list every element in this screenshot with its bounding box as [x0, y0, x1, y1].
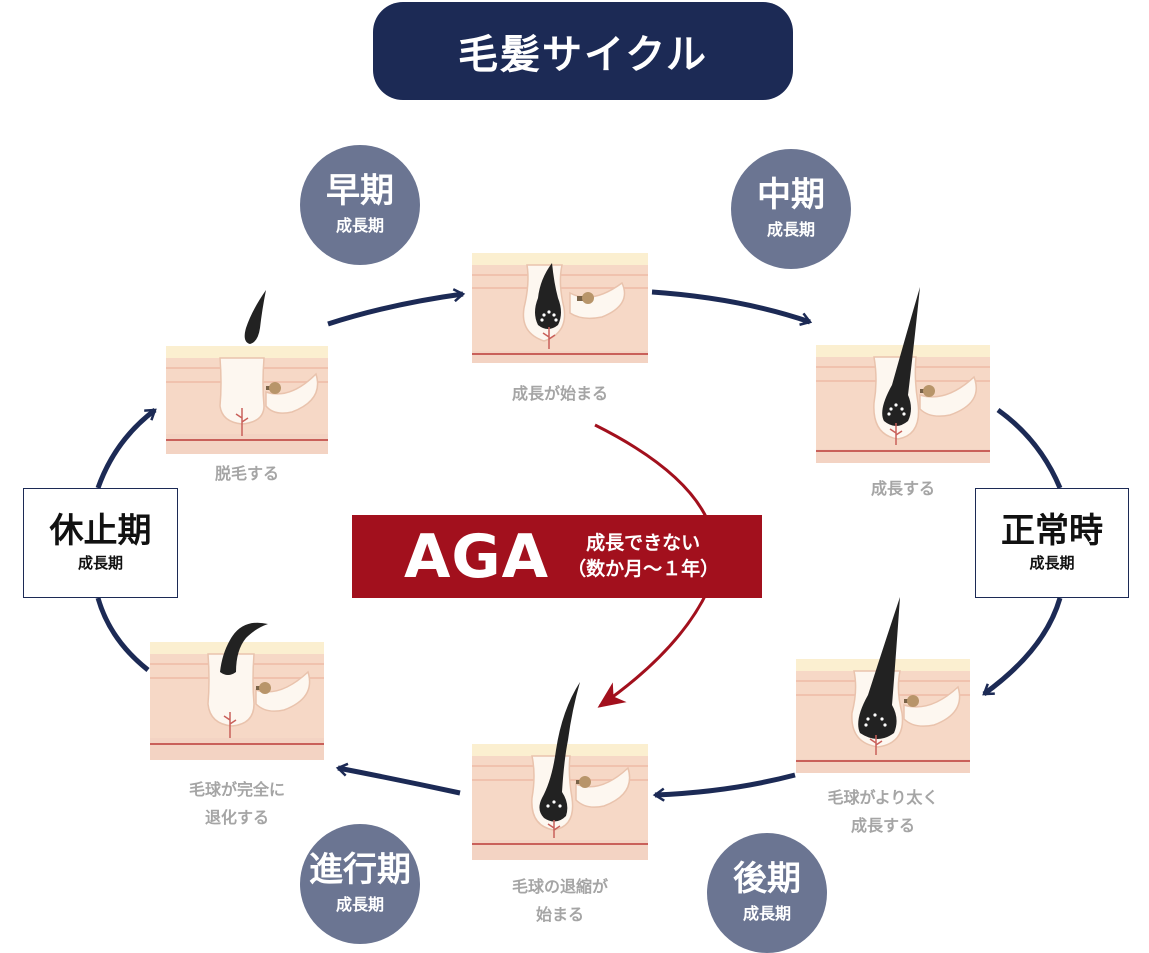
- phase-late-name: 後期: [733, 859, 801, 900]
- follicle-start-illustration: [472, 253, 648, 363]
- arrow-normal-to-late: [984, 597, 1063, 697]
- caption-thicker-line2: 成長する: [850, 816, 915, 835]
- arrow-start-to-middle: [651, 289, 810, 322]
- phase-normal-box: 正常時 成長期: [975, 488, 1129, 598]
- phase-early-badge: 早期 成長期: [300, 145, 420, 265]
- arrow-early-to-start: [327, 294, 463, 327]
- phase-progress-badge: 進行期 成長期: [300, 824, 420, 944]
- phase-middle-name: 中期: [757, 175, 825, 216]
- caption-shed: 脱毛する: [214, 464, 279, 483]
- aga-subtitle-line2: （数か月〜１年）: [567, 557, 720, 580]
- caption-grow: 成長する: [870, 479, 935, 498]
- aga-subtitle-line1: 成長できない: [586, 531, 701, 554]
- caption-regress-line1: 毛球が完全に: [188, 780, 285, 799]
- caption-regress: 毛球が完全に 退化する: [150, 776, 324, 832]
- aga-subtitle: 成長できない （数か月〜１年）: [567, 531, 719, 582]
- phase-early-name: 早期: [326, 171, 394, 212]
- phase-middle-badge: 中期 成長期: [731, 149, 851, 269]
- arrow-shrink-to-regress: [338, 768, 461, 796]
- phase-middle-sub: 成長期: [766, 219, 815, 239]
- phase-late-badge: 後期 成長期: [707, 833, 827, 953]
- phase-rest-name: 休止期: [49, 510, 152, 551]
- follicle-regress-illustration: [150, 622, 324, 760]
- arrow-late-to-shrink: [655, 772, 796, 795]
- phase-normal-name: 正常時: [1001, 510, 1103, 551]
- follicle-shrink-illustration: [472, 682, 648, 860]
- diagram-title: 毛髪サイクル: [373, 2, 793, 100]
- caption-shrink: 毛球の退縮が 始まる: [472, 873, 648, 929]
- caption-shrink-line1: 毛球の退縮が: [511, 877, 608, 896]
- phase-progress-name: 進行期: [309, 850, 411, 891]
- phase-early-sub: 成長期: [335, 215, 384, 235]
- phase-normal-sub: 成長期: [1029, 554, 1075, 573]
- phase-rest-box: 休止期 成長期: [23, 488, 178, 598]
- arrow-regress-to-rest: [95, 597, 150, 672]
- follicle-thicker-illustration: [796, 597, 970, 773]
- aga-title: AGA: [404, 521, 550, 592]
- caption-thicker-line1: 毛球がより太く: [827, 788, 939, 807]
- caption-regress-line2: 退化する: [204, 808, 269, 827]
- phase-progress-sub: 成長期: [335, 894, 384, 914]
- phase-late-sub: 成長期: [742, 903, 791, 923]
- follicle-grow-illustration: [816, 287, 990, 463]
- caption-shrink-line2: 始まる: [535, 905, 584, 924]
- phase-rest-sub: 成長期: [77, 554, 123, 573]
- arrow-middle-to-normal: [996, 407, 1063, 489]
- arrow-rest-to-shed: [95, 408, 155, 489]
- aga-callout: AGA 成長できない （数か月〜１年）: [352, 515, 762, 598]
- follicle-shed-illustration: [166, 290, 328, 454]
- caption-start: 成長が始まる: [511, 384, 608, 403]
- caption-thicker: 毛球がより太く 成長する: [796, 784, 970, 840]
